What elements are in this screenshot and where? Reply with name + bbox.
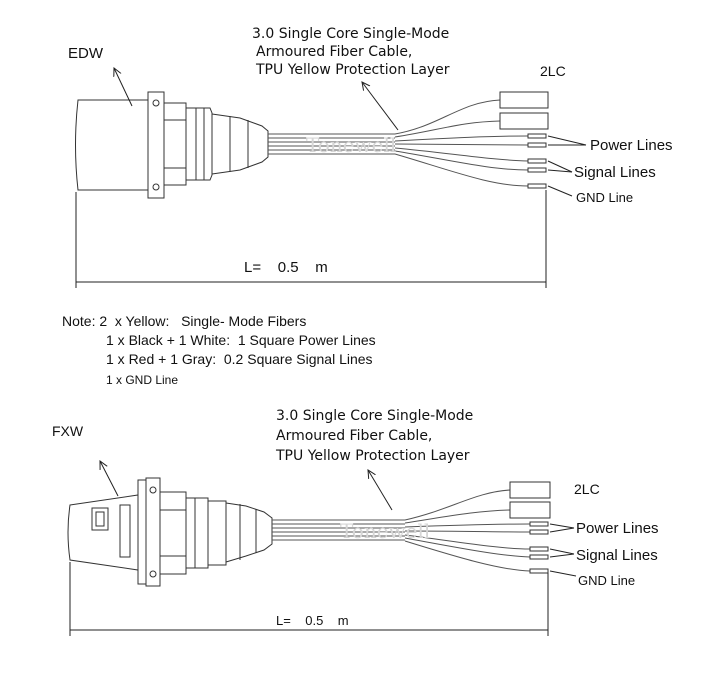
fxw-gnd-pointer [549,570,577,577]
edw-breakout-wires [394,99,529,187]
fxw-cable-label-line3: TPU Yellow Protection Layer [275,448,470,464]
note-line-3: 1 x Red + 1 Gray: 0.2 Square Signal Line… [106,351,373,367]
diagram-fxw: Tonewell FXW 3.0 Single Core Single-Mode… [52,408,659,636]
edw-power-pointers [547,135,587,146]
edw-length-dimension [75,190,547,288]
edw-cable-label-line2: Armoured Fiber Cable, [256,44,412,60]
edw-signal-pointers [547,160,573,173]
note-line-4: 1 x GND Line [106,373,178,387]
fxw-lc-plugs [509,481,551,519]
fxw-signal-lines-label: Signal Lines [576,547,658,564]
fxw-cable-bundle [272,519,405,541]
edw-lc-plugs [499,91,549,130]
fxw-cable-label-line1: 3.0 Single Core Single-Mode [276,408,473,424]
note-line-2: 1 x Black + 1 White: 1 Square Power Line… [106,332,376,348]
fxw-cable-pointer-arrow [368,470,393,511]
edw-label: EDW [68,45,104,62]
fxw-breakout-wires [404,489,531,572]
fxw-wire-tips [529,521,549,574]
edw-2lc-label: 2LC [540,63,566,79]
edw-connector [75,91,269,199]
edw-cable-bundle [268,133,395,155]
fxw-power-pointers [549,523,575,533]
edw-power-lines-label: Power Lines [590,137,673,154]
edw-length-label: L= 0.5 m [244,259,328,276]
fxw-length-dimension [69,562,549,636]
fxw-signal-pointers [549,548,575,558]
note-line-1: Note: 2 x Yellow: Single- Mode Fibers [62,313,306,329]
fxw-power-lines-label: Power Lines [576,520,659,537]
fxw-cable-label-line2: Armoured Fiber Cable, [276,428,432,444]
diagram-edw: Tonewell EDW 3.0 Single Core Single-Mode… [68,26,673,288]
fxw-2lc-label: 2LC [574,481,600,497]
fxw-watermark: Tonewell [340,519,430,543]
edw-pointer-arrow [114,68,133,107]
fxw-length-label: L= 0.5 m [276,613,349,628]
note-block: Note: 2 x Yellow: Single- Mode Fibers 1 … [62,313,376,387]
edw-gnd-line-label: GND Line [576,190,633,205]
edw-cable-label-line3: TPU Yellow Protection Layer [255,62,450,78]
edw-gnd-pointer [547,185,573,197]
fxw-gnd-line-label: GND Line [578,573,635,588]
edw-cable-label-line1: 3.0 Single Core Single-Mode [252,26,449,42]
edw-cable-pointer-arrow [362,82,399,131]
edw-watermark: Tonewell [306,133,396,157]
fxw-connector [67,477,273,587]
fxw-label: FXW [52,423,84,439]
edw-wire-tips [527,133,547,189]
edw-signal-lines-label: Signal Lines [574,164,656,181]
fxw-pointer-arrow [100,461,119,497]
